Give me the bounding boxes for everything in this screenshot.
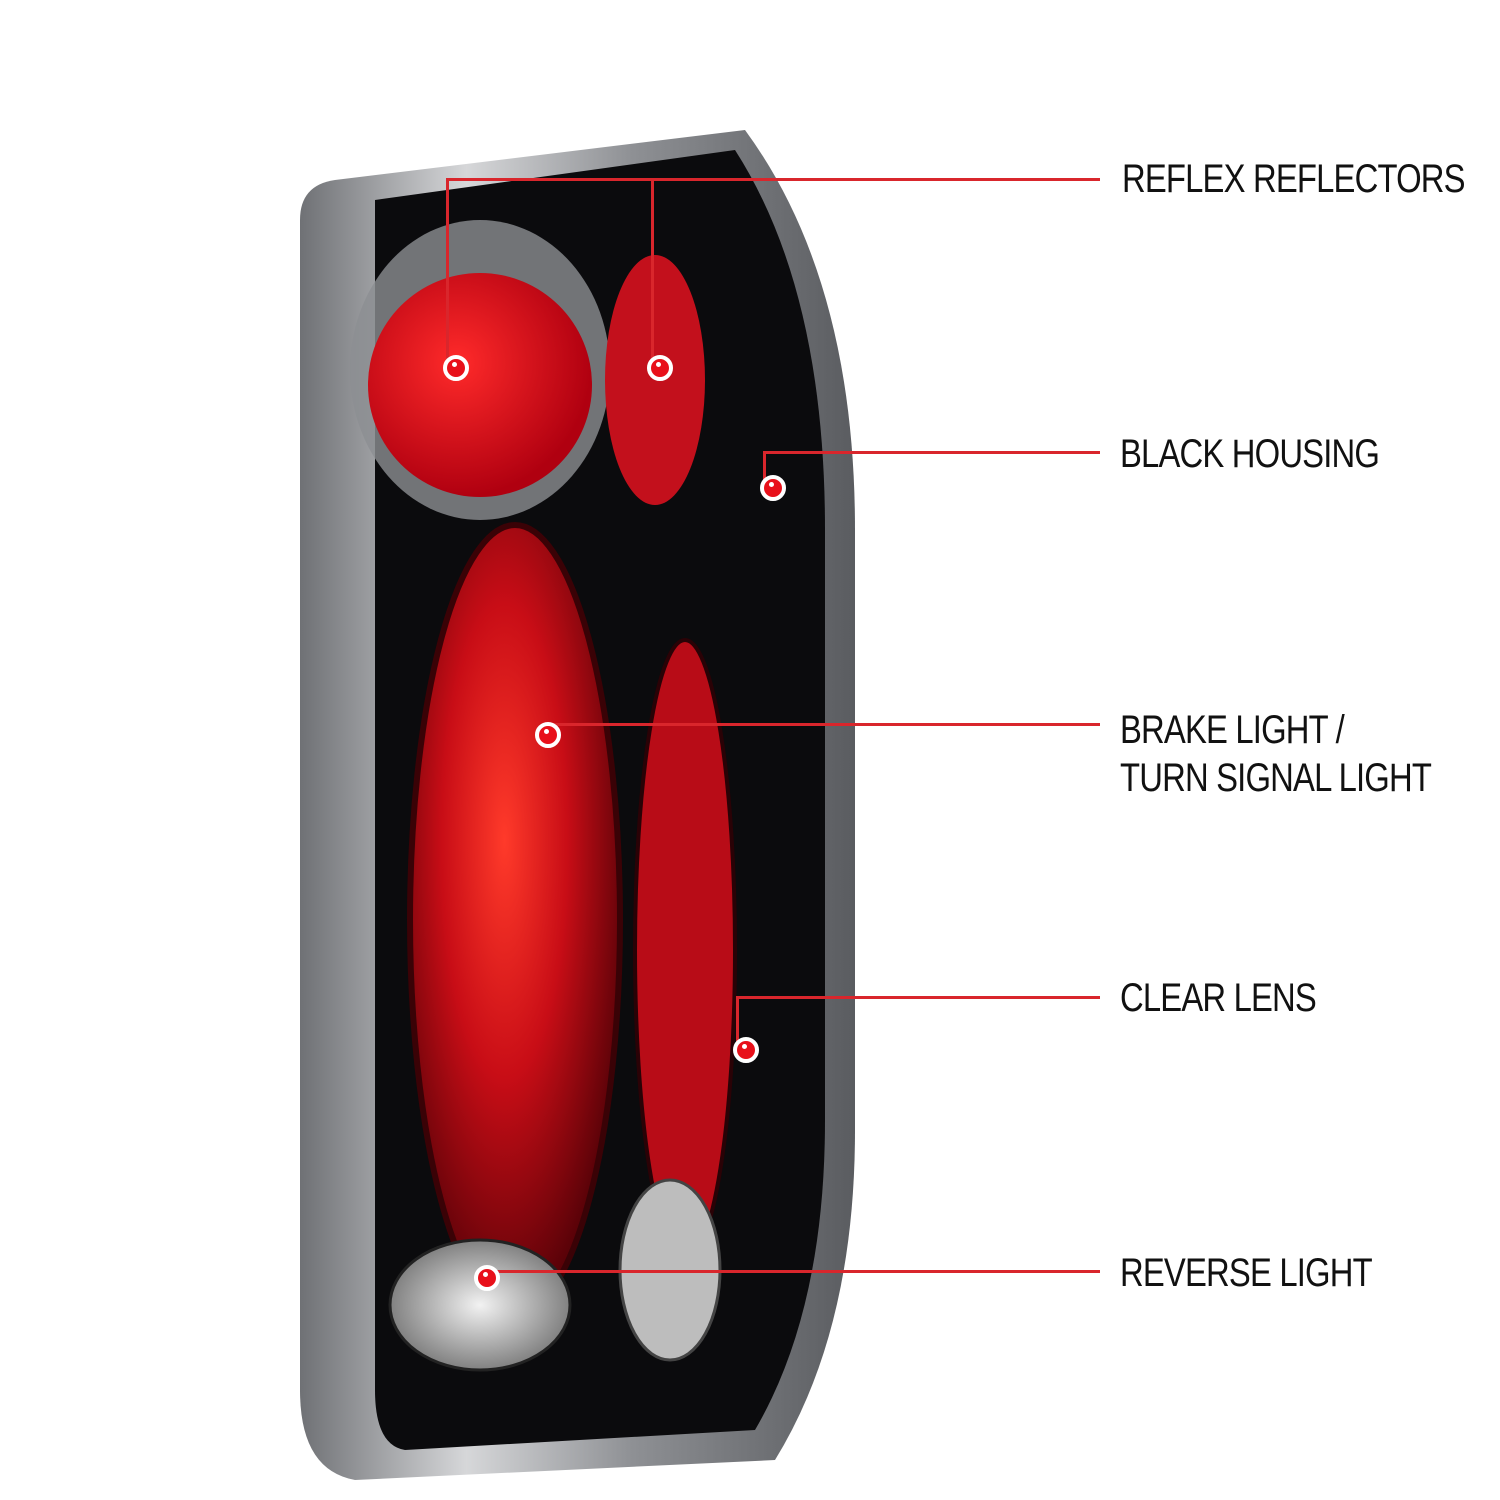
callout-label: BLACK HOUSING [1120,432,1380,476]
callout-line [548,723,1100,726]
callout-dot [474,1265,500,1291]
callout-label-line1: BRAKE LIGHT / [1120,708,1345,752]
callout-line [446,178,1100,181]
tail-light-product-image [295,130,875,1490]
callout-dot [760,475,786,501]
callout-dot [535,722,561,748]
callout-line [490,1270,1100,1273]
callout-line [736,996,1100,999]
callout-line [763,451,766,487]
callout-dot [443,355,469,381]
callout-dot [733,1037,759,1063]
callout-line [736,996,739,1048]
callout-label: CLEAR LENS [1120,976,1317,1020]
callout-line [763,451,1100,454]
callout-line [651,178,654,368]
callout-line [446,178,449,368]
callout-dot [647,355,673,381]
tail-light-illustration [300,130,855,1480]
callout-label-line2: TURN SIGNAL LIGHT [1120,756,1432,800]
callout-label: REFLEX REFLECTORS [1122,157,1466,201]
callout-label: REVERSE LIGHT [1120,1251,1373,1295]
